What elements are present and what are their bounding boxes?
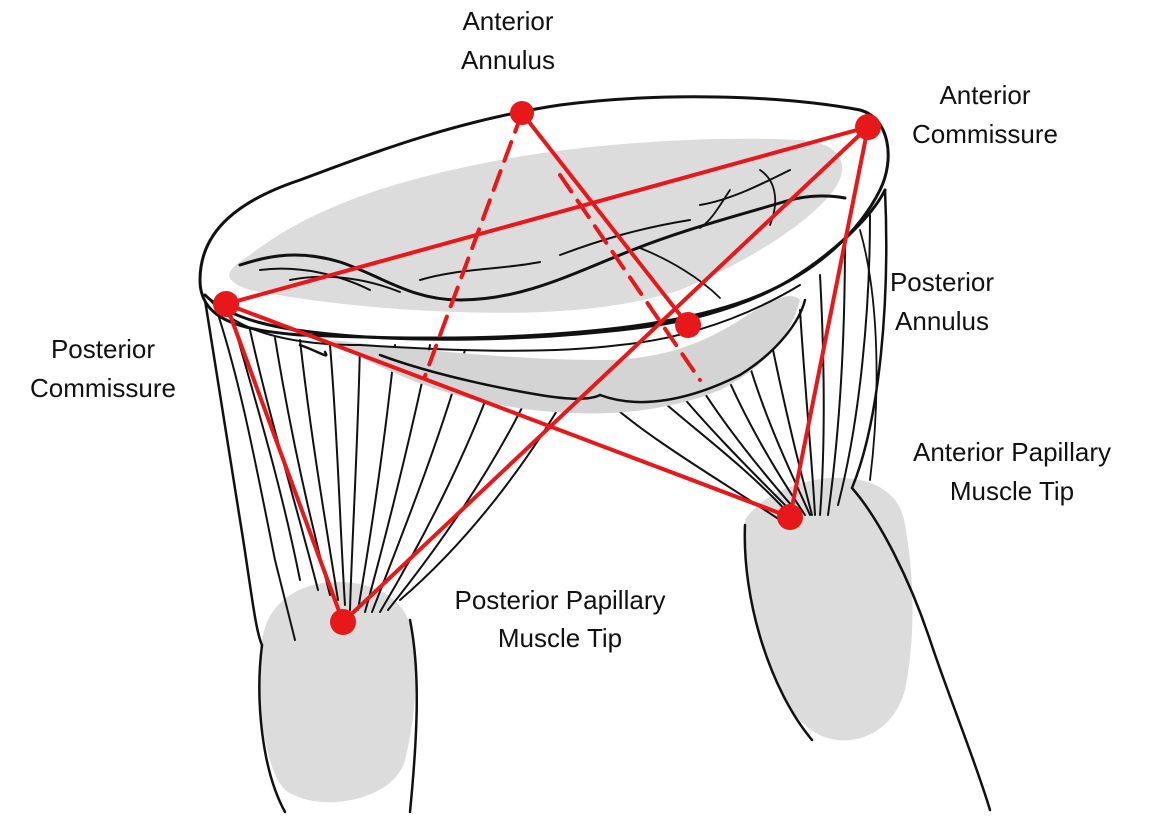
label-posterior-commissure-2: Commissure [30,373,176,403]
anterior-papillary-muscle [744,478,912,741]
posterior-papillary-tip-point [330,609,356,635]
anterior-commissure-point [855,114,881,140]
label-posterior-papillary-2: Muscle Tip [498,623,622,653]
label-anterior-annulus-2: Annulus [461,45,555,75]
label-posterior-papillary-1: Posterior Papillary [455,585,666,615]
label-anterior-commissure-1: Anterior [939,80,1030,110]
label-anterior-papillary-2: Muscle Tip [950,476,1074,506]
posterior-commissure-point [213,291,239,317]
posterior-annulus-point [675,312,701,338]
anterior-annulus-point [510,101,534,125]
label-posterior-commissure-1: Posterior [51,334,155,364]
anterior-papillary-tip-point [777,504,803,530]
label-posterior-annulus-1: Posterior [890,267,994,297]
label-anterior-commissure-2: Commissure [912,119,1058,149]
label-anterior-papillary-1: Anterior Papillary [913,437,1111,467]
label-posterior-annulus-2: Annulus [895,306,989,336]
label-anterior-annulus-1: Anterior [462,6,553,36]
